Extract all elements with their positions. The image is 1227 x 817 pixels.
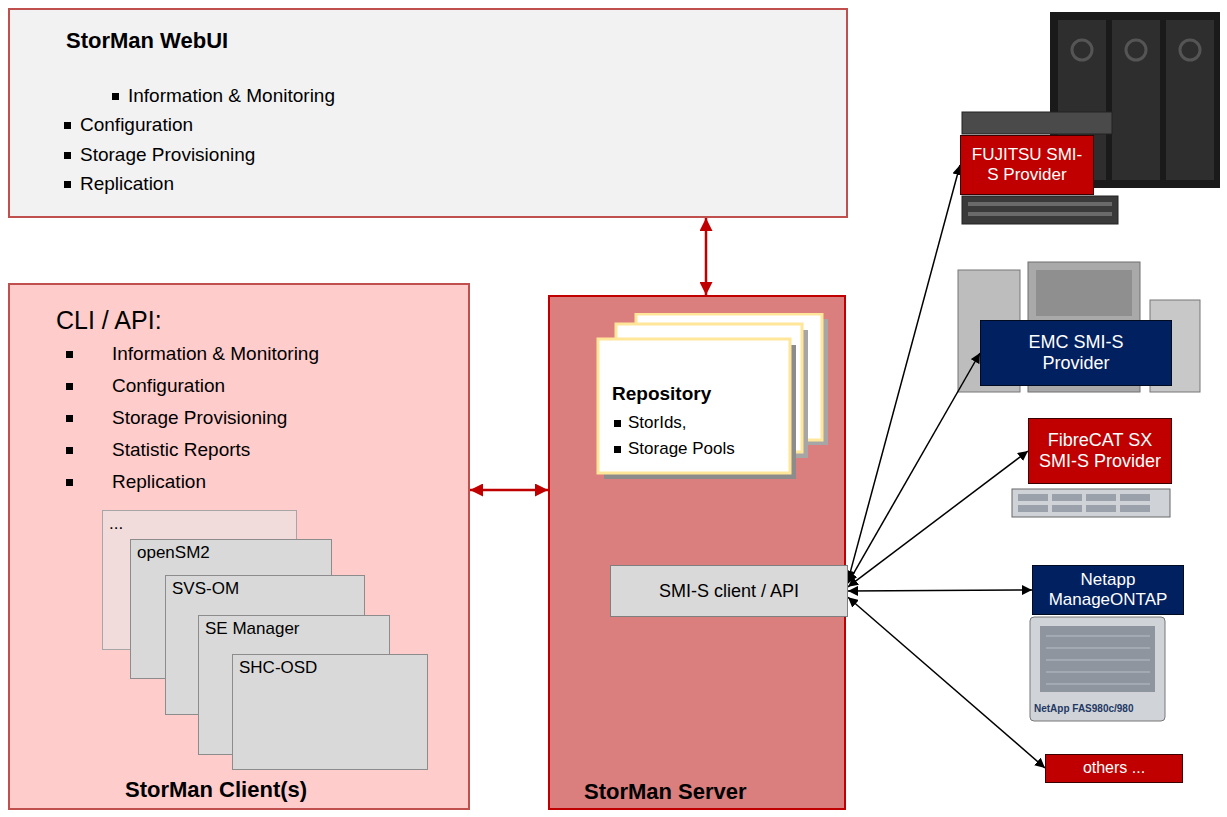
provider-box: EMC SMI-S Provider xyxy=(980,320,1172,386)
heading-text: StorMan Server xyxy=(584,779,747,805)
webui-panel: StorMan WebUI Information & MonitoringCon… xyxy=(8,8,848,218)
heading-text: StorMan WebUI xyxy=(66,28,228,54)
label-text: CLI / API: xyxy=(56,305,162,335)
label-text: openSM2 xyxy=(137,543,210,563)
bullet-item: Configuration xyxy=(112,375,225,398)
connector-arrow xyxy=(848,590,1032,591)
bullet-item: Replication xyxy=(80,173,174,196)
provider-box: Netapp ManageONTAP xyxy=(1032,565,1184,615)
heading-text: StorMan Client(s) xyxy=(125,777,307,803)
bullet-item: Storage Pools xyxy=(628,439,735,459)
netapp-filer-picture xyxy=(1030,617,1165,721)
bullet-item: Configuration xyxy=(80,114,193,137)
heading-text: Repository xyxy=(612,383,711,406)
fibrecat-rack-picture xyxy=(1012,489,1170,517)
box-label: SMI-S client / API xyxy=(659,581,799,602)
label-text: SVS-OM xyxy=(172,579,239,599)
bullet-item: Storage Provisioning xyxy=(80,144,255,167)
box-label: FUJITSU SMI-S Provider xyxy=(968,145,1086,184)
bullet-item: Information & Monitoring xyxy=(128,85,335,108)
bullet-item: Storage Provisioning xyxy=(112,407,287,430)
connector-arrow xyxy=(848,451,1028,587)
connector-arrow xyxy=(848,353,980,583)
connector-arrow xyxy=(705,218,708,295)
bullet-item: Statistic Reports xyxy=(112,439,250,462)
connector-arrow xyxy=(470,489,548,492)
emc-storage-picture xyxy=(958,262,1200,392)
box-label: FibreCAT SX SMI-S Provider xyxy=(1034,430,1166,471)
provider-box: others ... xyxy=(1045,754,1183,783)
box-label: others ... xyxy=(1083,759,1145,777)
connector-arrow xyxy=(848,597,1045,768)
label-text: SHC-OSD xyxy=(239,658,317,678)
box-label: Netapp ManageONTAP xyxy=(1038,570,1178,609)
bullet-item: Replication xyxy=(112,471,206,494)
smis-client-box: SMI-S client / API xyxy=(610,565,848,617)
label-text: SE Manager xyxy=(205,619,300,639)
server-panel: StorMan Server RepositoryStorIds, Storage … xyxy=(548,295,846,810)
client-card: SHC-OSD xyxy=(232,654,428,770)
provider-box: FUJITSU SMI-S Provider xyxy=(960,135,1094,195)
connector-arrow xyxy=(848,165,960,581)
box-label: EMC SMI-S Provider xyxy=(1011,332,1141,373)
bullet-item: StorIds, xyxy=(628,413,687,433)
provider-box: FibreCAT SX SMI-S Provider xyxy=(1028,418,1172,484)
repository-stack: RepositoryStorIds, Storage Pools xyxy=(592,313,832,481)
bullet-item: Information & Monitoring xyxy=(112,343,319,366)
device-caption: NetApp FAS980c/980 xyxy=(1034,703,1134,715)
label-text: ... xyxy=(109,514,123,534)
client-panel: CLI / API: Information & MonitoringConfig… xyxy=(8,283,470,810)
